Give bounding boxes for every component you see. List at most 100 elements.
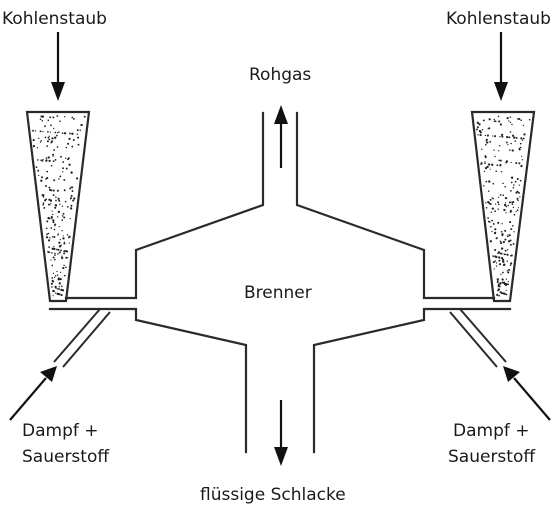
coal-dust-particle: [501, 278, 504, 281]
coal-dust-particle: [519, 179, 522, 182]
coal-dust-particle: [50, 216, 53, 219]
coal-dust-particle: [508, 201, 511, 204]
coal-dust-particle: [498, 120, 501, 123]
coal-dust-particle: [509, 264, 512, 267]
coal-dust-particle: [47, 131, 49, 133]
coal-dust-particle: [41, 115, 44, 118]
coal-dust-particle: [45, 236, 49, 239]
coal-dust-particle: [487, 220, 490, 223]
coal-dust-particle: [490, 240, 492, 242]
coal-dust-particle: [506, 260, 508, 262]
coal-dust-particle: [66, 206, 69, 208]
coal-dust-particle: [493, 118, 495, 121]
coal-dust-particle: [62, 212, 65, 215]
coal-dust-particle: [83, 115, 86, 118]
coal-dust-particle: [39, 118, 42, 121]
coal-dust-particle: [59, 120, 61, 122]
coal-feed-arrow-left: [51, 32, 65, 101]
coal-dust-particle: [507, 268, 511, 271]
coal-dust-particle: [56, 115, 59, 117]
coal-dust-particle: [494, 120, 497, 123]
coal-dust-particle: [497, 115, 500, 118]
coal-dust-particle: [493, 120, 496, 122]
coal-dust-particle: [504, 253, 507, 256]
coal-dust-particle: [65, 256, 68, 259]
coal-dust-particle: [32, 145, 36, 148]
coal-dust-particle: [485, 138, 488, 141]
coal-dust-particle: [40, 176, 44, 179]
coal-dust-particle: [62, 171, 64, 173]
coal-dust-particle: [513, 231, 515, 233]
coal-dust-particle: [500, 242, 503, 245]
coal-dust-particle: [517, 199, 519, 202]
coal-dust-particle: [54, 292, 57, 294]
coal-dust-particle: [488, 127, 491, 130]
coal-dust-particle: [46, 145, 49, 147]
reactor-body: [48, 111, 512, 454]
coal-dust-particle: [478, 123, 481, 126]
coal-dust-particle: [51, 210, 53, 212]
coal-dust-particle: [54, 275, 57, 277]
coal-dust-particle: [36, 147, 39, 149]
coal-dust-particle: [54, 223, 57, 226]
coal-dust-particle: [498, 285, 501, 288]
coal-dust-particle: [53, 228, 56, 231]
coal-dust-particle: [508, 120, 510, 122]
coal-dust-particle: [58, 241, 61, 244]
coal-dust-particle: [501, 292, 504, 295]
coal-dust-particle: [67, 142, 70, 145]
coal-dust-particle: [506, 270, 508, 272]
coal-dust-particle: [504, 249, 507, 252]
coal-dust-particle: [55, 204, 58, 207]
coal-dust-particle: [51, 279, 54, 282]
coal-dust-particle: [54, 254, 56, 256]
coal-dust-particle: [498, 159, 500, 162]
coal-dust-particle: [493, 231, 497, 235]
coal-dust-particle: [69, 187, 71, 190]
coal-dust-particle: [63, 189, 66, 192]
coal-dust-particle: [56, 189, 59, 192]
coal-dust-particle: [69, 132, 71, 135]
coal-dust-particle: [55, 199, 57, 202]
coal-dust-particle: [511, 201, 513, 204]
coal-dust-particle: [50, 164, 53, 167]
coal-dust-particle: [503, 253, 505, 255]
coal-dust-particle: [76, 129, 79, 132]
coal-dust-particle: [45, 198, 47, 201]
coal-dust-particle: [521, 155, 523, 157]
coal-dust-particle: [64, 116, 66, 118]
coal-dust-particle: [66, 234, 69, 236]
coal-dust-particle: [511, 134, 515, 137]
coal-dust-particle: [490, 211, 493, 213]
coal-dust-particle: [497, 203, 500, 206]
coal-dust-particle: [520, 164, 523, 168]
coal-dust-particle: [59, 271, 62, 273]
coal-dust-particle: [46, 140, 49, 143]
coal-dust-particle: [61, 289, 64, 292]
coal-dust-particle: [521, 159, 524, 161]
coal-dust-particle: [486, 141, 489, 144]
coal-dust-particle: [506, 117, 509, 120]
coal-dust-particle: [53, 235, 56, 239]
coal-dust-particle: [500, 252, 503, 255]
coal-dust-particle: [49, 116, 52, 119]
coal-dust-particle: [505, 205, 508, 208]
coal-dust-particle: [518, 148, 521, 151]
coal-dust-particle: [499, 252, 502, 255]
coal-dust-particle: [54, 206, 57, 209]
coal-dust-particle: [41, 120, 44, 122]
coal-dust-particle: [508, 136, 511, 139]
coal-dust-particle: [516, 209, 519, 211]
coal-dust-particle: [80, 123, 83, 127]
coal-dust-particle: [70, 204, 73, 207]
coal-dust-particle: [509, 121, 512, 124]
coal-dust-particle: [53, 245, 55, 248]
coal-dust-particle: [512, 206, 514, 209]
coal-dust-particle: [497, 252, 499, 255]
coal-dust-particle: [39, 130, 42, 133]
coal-dust-particle: [506, 248, 509, 251]
coal-dust-particle: [51, 277, 54, 279]
coal-dust-particle: [53, 290, 56, 293]
coal-dust-particle: [57, 253, 59, 255]
coal-dust-particle: [528, 118, 531, 121]
